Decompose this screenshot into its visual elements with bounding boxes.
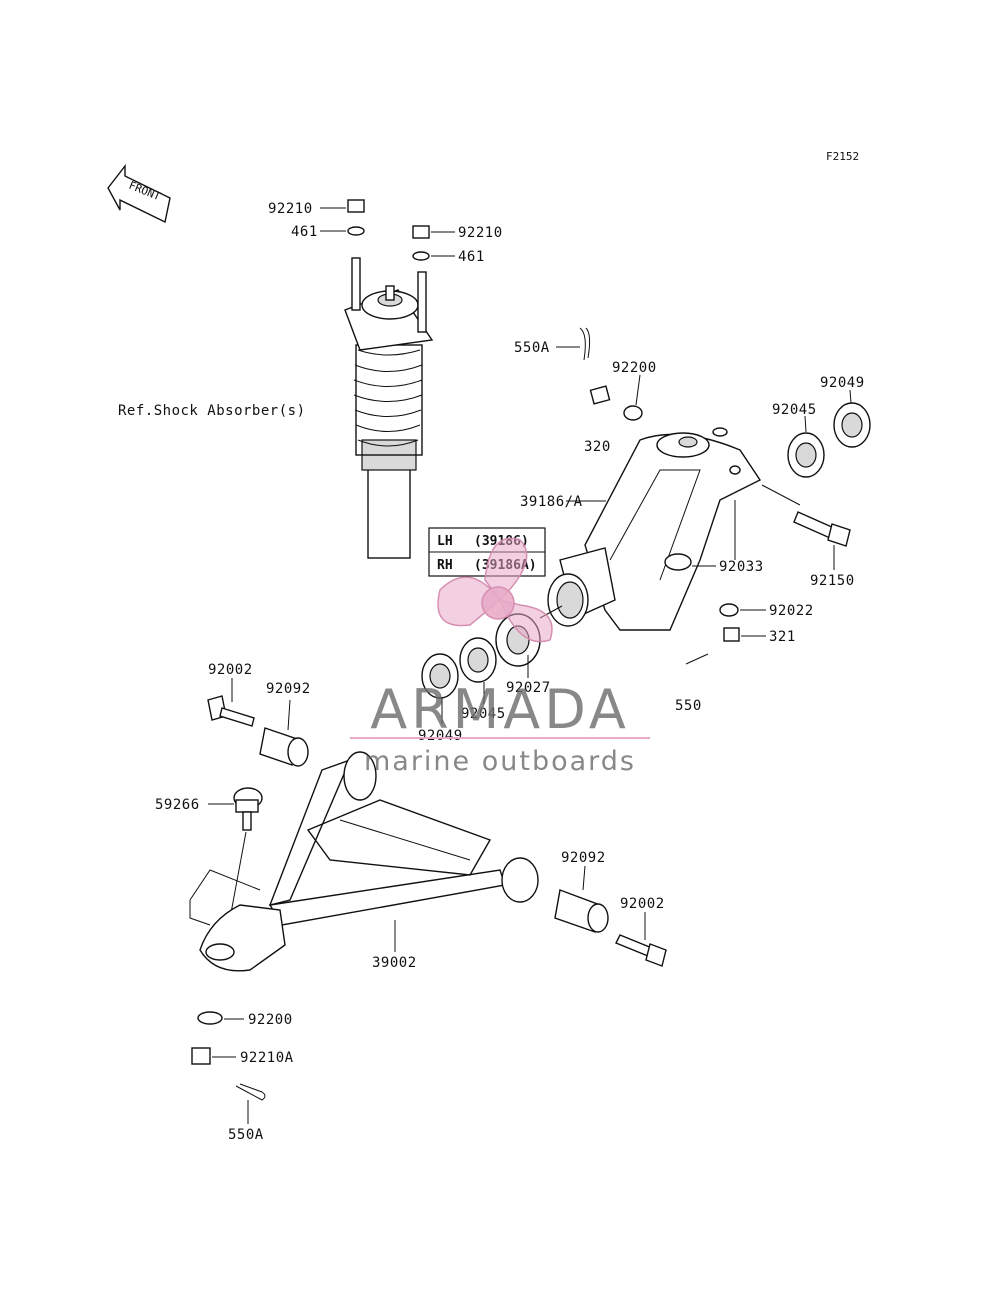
callout-washer-right: 92022	[769, 603, 814, 619]
watermark-logo: ARMADA marine outboards	[350, 537, 650, 777]
callout-bolt-upper-left: 92002	[208, 662, 253, 678]
top-hardware	[347, 199, 430, 261]
a-arm	[189, 751, 539, 972]
knuckle-upper-hardware	[579, 327, 643, 421]
lower-right-bolt	[615, 934, 667, 967]
steering-knuckle	[547, 427, 762, 631]
watermark-tagline: marine outboards	[364, 746, 636, 777]
nut-bottom	[191, 1047, 211, 1065]
side-lh: LH	[437, 534, 453, 549]
callout-bolt-right: 92150	[810, 573, 855, 589]
callout-ball-joint: 59266	[155, 797, 200, 813]
washer-bottom	[197, 1011, 223, 1025]
callout-cotter-pin-right: 550	[675, 698, 702, 714]
callout-nut-right: 321	[769, 629, 796, 645]
callout-bearing-inner-right: 92045	[772, 402, 817, 418]
shock-absorber	[344, 257, 434, 559]
watermark-brand: ARMADA	[370, 678, 630, 741]
callout-bushing-upper-left: 92092	[266, 681, 311, 697]
callout-bearing-inner-left: 92045	[461, 706, 506, 722]
ball-joint	[233, 787, 263, 831]
propeller-icon	[437, 537, 553, 643]
callout-collar: 92027	[506, 680, 551, 696]
callout-washer-bottom: 92200	[248, 1012, 293, 1028]
upper-left-bolt	[207, 695, 255, 727]
lower-right-bushing	[554, 889, 609, 933]
side-rh: RH	[437, 558, 453, 573]
reference-note: Ref.Shock Absorber(s)	[118, 403, 306, 419]
right-bearings	[787, 402, 871, 478]
callout-a-arm: 39002	[372, 955, 417, 971]
callout-nut-bottom: 92210A	[240, 1050, 294, 1066]
cotter-pin-right	[685, 653, 709, 665]
callout-nut-top-right: 92210	[458, 225, 503, 241]
upper-left-bushing	[259, 727, 309, 767]
callout-cotter-pin-bottom: 550A	[228, 1127, 264, 1143]
washer-right	[719, 603, 739, 617]
left-bearings	[421, 613, 541, 699]
callout-bolt-lower-right: 92002	[620, 896, 665, 912]
figure-code: F2152	[826, 150, 859, 163]
callout-bearing-outer-right: 92049	[820, 375, 865, 391]
callout-seal: 92033	[719, 559, 764, 575]
callout-bearing-outer-left: 92049	[418, 728, 463, 744]
callout-cotter-pin-upper: 550A	[514, 340, 550, 356]
callout-nut-top-left: 92210	[268, 201, 313, 217]
seal	[664, 553, 692, 571]
callout-washer-knuckle: 92200	[612, 360, 657, 376]
front-arrow-icon: FRONT	[107, 163, 171, 224]
callout-washer-top-right: 461	[458, 249, 485, 265]
callout-bushing-lower-right: 92092	[561, 850, 606, 866]
nut-right	[723, 627, 740, 642]
callout-washer-top-left: 461	[291, 224, 318, 240]
callout-knuckle: 39186/A	[520, 494, 583, 510]
cotter-pin-bottom	[235, 1083, 266, 1101]
callout-nut-knuckle: 320	[584, 439, 611, 455]
right-bolt	[793, 511, 851, 547]
